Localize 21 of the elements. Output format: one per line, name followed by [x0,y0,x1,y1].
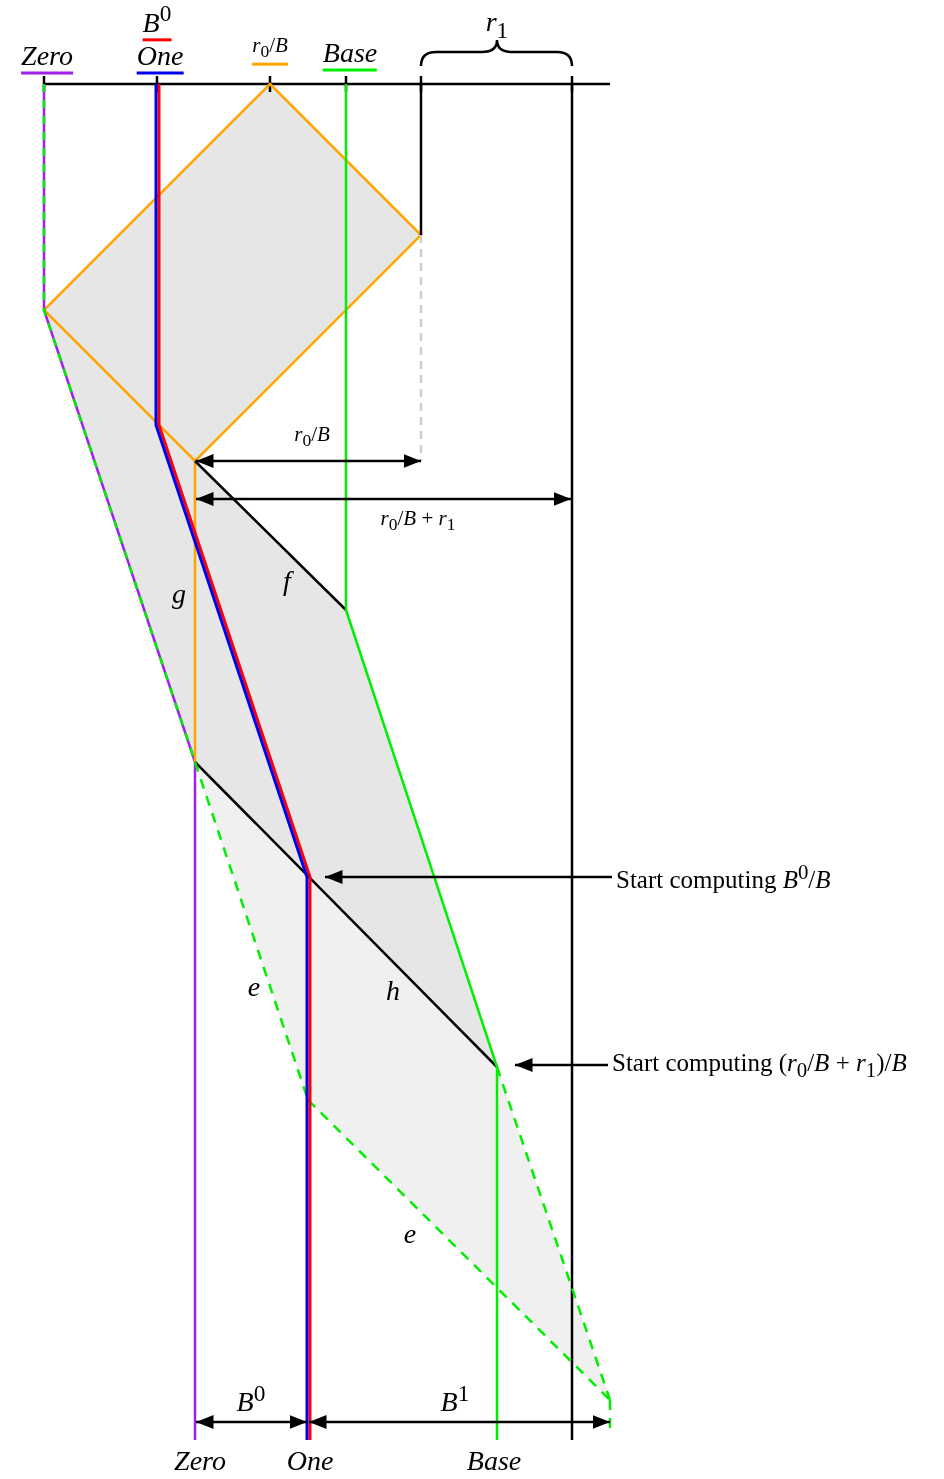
math-label: One [286,1447,334,1477]
math-label: B$^{1}$ [440,1381,470,1419]
line-label: Base [322,38,378,72]
line-label: One [136,41,184,75]
math-label: Base [466,1447,522,1477]
annotation-text: Start computing B$^{0}$/B [616,861,831,893]
line-label: Zero [21,41,73,75]
line-label: B$^{0}$ [142,2,172,42]
arrow [515,1058,608,1072]
math-label: B$^{0}$ [236,1381,266,1419]
math-label: e [247,973,261,1003]
math-label: r$_{0}$/B + r$_{1}$ [380,508,456,536]
math-label: h [386,977,400,1007]
arrow [325,870,612,884]
math-label: g [172,580,186,610]
math-label: e [403,1220,417,1250]
annotation-text: Start computing (r$_{0}$/B + r$_{1}$)/B [612,1049,907,1081]
math-label: r$_{1}$ [485,8,509,44]
line-label: r$_{0}$/B [252,34,288,66]
math-label: r$_{0}$/B [294,424,330,452]
math-label: Zero [174,1447,226,1477]
